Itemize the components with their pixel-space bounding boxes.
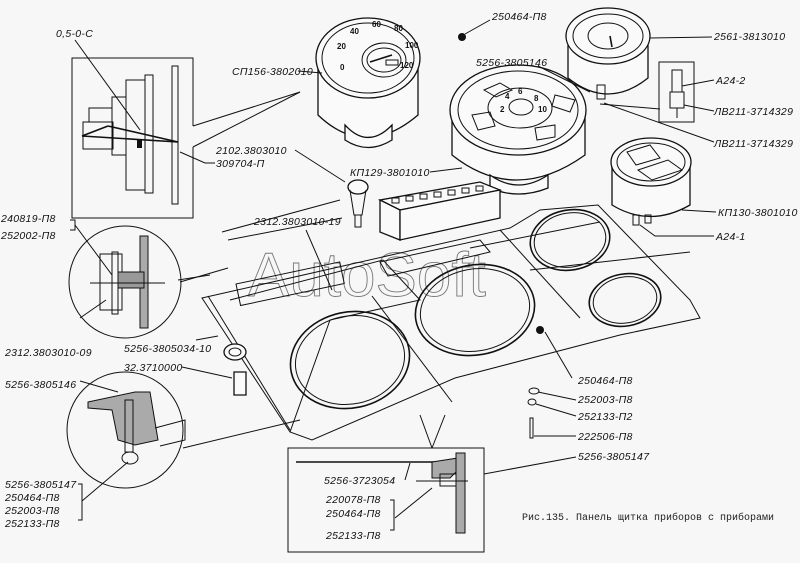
label-switch-block: 2312.3803010-19 <box>253 216 341 228</box>
label-stack-inset-1: 250464-П8 <box>325 508 381 520</box>
fuel-oil-gauge <box>610 137 692 226</box>
label-stack-left-1: 250464-П8 <box>4 492 60 504</box>
label-temp-gauge: 2561-3813010 <box>713 31 785 43</box>
label-stack-left-2: 252003-П8 <box>4 505 60 517</box>
combo-4: 4 <box>505 92 510 101</box>
label-inset-combo-gauge: 5256-3805146 <box>5 379 76 391</box>
combo-6: 6 <box>518 87 523 96</box>
label-stack-left-3: 252133-П8 <box>4 518 60 530</box>
warning-lamp-block <box>377 181 503 241</box>
combo-10: 10 <box>538 105 547 114</box>
label-washer-right-2: 252133-П2 <box>577 411 633 423</box>
label-washer-right-1: 252003-П8 <box>577 394 633 406</box>
label-309704: 309704-П <box>216 158 265 170</box>
figure-caption: Рис.135. Панель щитка приборов с прибора… <box>522 511 774 524</box>
inset-gauge-mount <box>66 371 301 489</box>
label-lamp-holder-2: ЛВ211-3714329 <box>713 138 793 150</box>
speedo-60: 60 <box>372 20 381 29</box>
label-switch-32: 32.3710000 <box>124 362 182 374</box>
temperature-gauge <box>565 7 651 100</box>
instrument-panel <box>201 204 701 441</box>
watermark: AutoSoft <box>248 241 486 310</box>
inset-lamp-mount <box>68 225 229 339</box>
speedo-40: 40 <box>350 27 359 36</box>
label-bracket-right: 5256-3805147 <box>578 451 650 463</box>
label-lamp-holder-1: ЛВ211-3714329 <box>713 106 793 118</box>
label-nut-right: 250464-П8 <box>577 375 633 387</box>
indicator-lamp <box>347 179 369 228</box>
combo-8: 8 <box>534 94 539 103</box>
label-warning-block: КП129-3801010 <box>350 167 430 179</box>
speedo-20: 20 <box>337 42 346 51</box>
label-screw-240819: 240819-П8 <box>0 213 56 225</box>
label-washer-252002: 252002-П8 <box>0 230 56 242</box>
label-bottom-inset-part: 5256-3723054 <box>324 475 395 487</box>
label-nut-top: 250464-П8 <box>491 11 547 23</box>
label-panel-5256-3805034: 5256-3805034-10 <box>124 343 211 355</box>
label-0-5-0-c: 0,5-0-С <box>56 28 93 40</box>
label-bolt-right: 222506-П8 <box>577 431 633 443</box>
inset-speedometer-side <box>71 39 301 219</box>
label-fuel-oil-gauge: КП130-3801010 <box>718 207 798 219</box>
inset-panel-joint <box>287 447 485 553</box>
speedo-100: 100 <box>405 41 419 50</box>
speedometer: 0 20 40 60 80 100 120 <box>315 17 421 149</box>
label-2102-3803010: 2102.3803010 <box>215 145 287 157</box>
label-combo-gauge: 5256-3805146 <box>476 57 547 69</box>
label-a24-2: А24-2 <box>715 75 746 87</box>
label-stack-inset-2: 252133-П8 <box>325 530 381 542</box>
combo-2: 2 <box>500 105 505 114</box>
label-stack-inset-0: 220078-П8 <box>325 494 381 506</box>
speedo-80: 80 <box>394 24 403 33</box>
combination-gauge: 2 4 6 8 10 <box>449 64 587 195</box>
speedo-0: 0 <box>340 63 345 72</box>
label-speedometer: СП156-3802010 <box>232 66 313 78</box>
label-a24-1: А24-1 <box>715 231 746 243</box>
speedo-120: 120 <box>400 61 414 70</box>
label-lamp-2312-09: 2312.3803010-09 <box>4 347 92 359</box>
label-stack-left-0: 5256-3805147 <box>5 479 77 491</box>
inset-lamp-holder <box>658 61 695 123</box>
